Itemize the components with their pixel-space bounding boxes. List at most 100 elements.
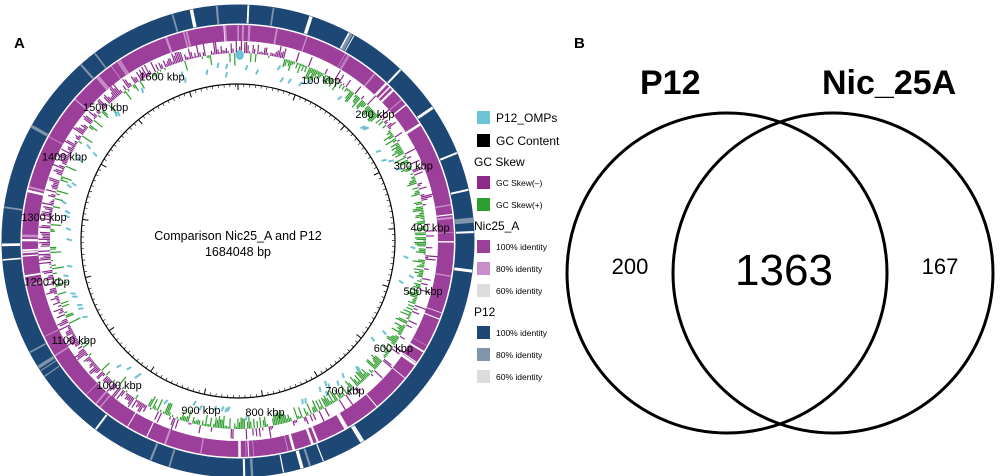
gc-skew-bar xyxy=(165,63,169,67)
tick xyxy=(267,392,269,396)
nic-gap xyxy=(146,422,155,438)
tick xyxy=(383,188,387,190)
gc-skew-bar xyxy=(412,187,419,190)
gc-skew-bar xyxy=(257,44,260,55)
venn-count-shared: 1363 xyxy=(735,246,833,295)
gc-skew-bar xyxy=(386,337,396,344)
tick xyxy=(354,138,357,141)
gc-skew-bar xyxy=(412,310,420,315)
gc-skew-bar xyxy=(418,186,427,190)
omp-mark xyxy=(205,69,209,75)
tick xyxy=(343,353,346,356)
gc-skew-bar xyxy=(342,83,345,86)
gc-skew-bar xyxy=(417,182,423,186)
gc-skew-bar xyxy=(366,360,376,370)
gc-skew-bar xyxy=(60,177,64,180)
gc-skew-bar xyxy=(354,387,360,394)
gc-skew-bar xyxy=(46,290,57,295)
gc-skew-bar xyxy=(45,188,57,193)
gc-skew-bar xyxy=(109,383,117,392)
tick xyxy=(329,364,333,367)
legend-swatch-gc-content xyxy=(477,134,490,147)
gc-skew-bar xyxy=(44,282,55,287)
gc-skew-bar xyxy=(61,148,72,155)
gc-skew-bar xyxy=(255,428,258,437)
map-center-length: 1684048 bp xyxy=(205,245,271,259)
gc-skew-bar xyxy=(136,400,139,403)
gc-skew-bar xyxy=(415,251,426,254)
gc-skew-bar xyxy=(372,360,380,367)
gc-skew-bar xyxy=(329,77,333,83)
gc-skew-bar xyxy=(414,304,427,311)
gc-skew-bar xyxy=(142,405,148,412)
gc-skew-bar xyxy=(326,392,334,404)
legend-swatch-p12-60 xyxy=(477,370,490,383)
tick xyxy=(386,199,390,201)
tick xyxy=(340,125,345,131)
tick xyxy=(304,99,307,103)
gc-skew-bar xyxy=(329,400,333,405)
gc-skew-bar xyxy=(252,44,255,54)
gc-skew-bar xyxy=(276,411,281,425)
gc-skew-bar xyxy=(43,255,51,257)
tick xyxy=(112,333,116,336)
gc-skew-bar xyxy=(412,166,422,172)
kbp-tick-label: 800 kbp xyxy=(245,407,284,419)
omp-mark xyxy=(82,315,88,319)
gc-skew-bar xyxy=(166,61,170,67)
tick xyxy=(383,290,387,293)
gc-skew-bar xyxy=(274,51,278,57)
gc-skew-bar xyxy=(172,61,175,65)
tick xyxy=(176,382,178,386)
gc-skew-bar xyxy=(412,207,424,211)
legend-label-nic-100: 100% identity xyxy=(496,242,548,252)
omp-cluster-mark xyxy=(235,50,244,61)
gc-skew-bar xyxy=(82,343,89,348)
nic-gap xyxy=(27,189,44,196)
omp-mark xyxy=(226,406,231,412)
tick xyxy=(117,139,121,143)
gc-skew-bar xyxy=(43,271,53,275)
tick xyxy=(132,354,135,358)
gc-skew-bar xyxy=(89,362,96,369)
kbp-tick-label: 200 kbp xyxy=(355,109,394,121)
gc-skew-bar xyxy=(137,401,142,408)
gc-skew-bar xyxy=(405,324,413,329)
tick xyxy=(347,349,350,352)
gc-skew-bar xyxy=(374,355,383,363)
tick xyxy=(89,190,93,193)
p12-gap xyxy=(149,443,159,461)
gc-skew-bar xyxy=(420,193,434,198)
tick xyxy=(123,346,127,350)
gc-skew-bar xyxy=(327,77,332,82)
gc-skew-bar xyxy=(363,372,368,378)
gc-skew-bar xyxy=(185,416,189,422)
tick xyxy=(364,152,368,155)
gc-skew-bar xyxy=(216,419,219,428)
gc-skew-bar xyxy=(411,300,416,303)
gc-skew-bar xyxy=(310,69,317,81)
nic-gap xyxy=(252,440,255,457)
gc-skew-bar xyxy=(299,416,302,419)
gc-skew-bar xyxy=(88,126,94,131)
gc-skew-bar xyxy=(55,168,64,173)
gc-skew-bar xyxy=(303,408,308,417)
tick xyxy=(187,386,189,390)
p12-gap xyxy=(30,124,49,137)
p12-gap xyxy=(351,425,363,443)
gc-skew-bar xyxy=(190,51,194,59)
gc-skew-bar xyxy=(38,250,51,253)
omp-mark xyxy=(409,245,416,250)
gc-skew-bar xyxy=(275,412,280,425)
tick xyxy=(152,109,155,112)
gc-skew-bar xyxy=(306,403,313,415)
omp-mark xyxy=(113,111,118,117)
gc-skew-bar xyxy=(106,378,111,383)
tick xyxy=(136,358,139,362)
nic-gap xyxy=(437,232,454,234)
gc-skew-bar xyxy=(137,402,144,412)
tick xyxy=(125,131,128,134)
gc-skew-bar xyxy=(51,264,57,267)
gc-skew-bar xyxy=(57,154,69,161)
nic-gap xyxy=(405,123,421,135)
